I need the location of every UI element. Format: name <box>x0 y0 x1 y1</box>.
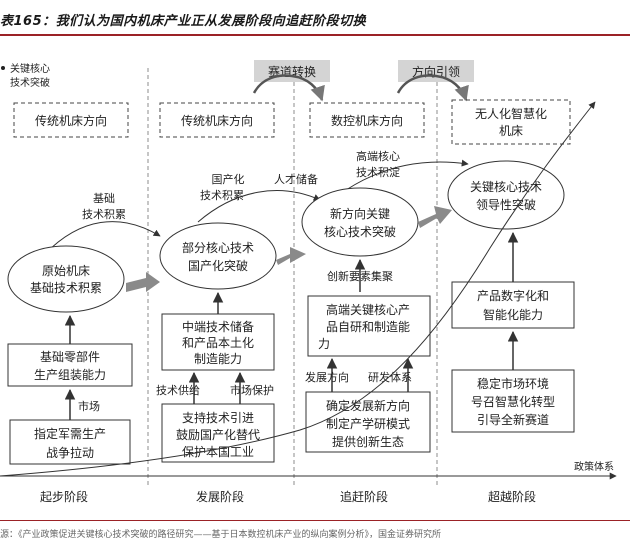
box-military-demand-1: 指定军需生产 <box>34 426 106 441</box>
direction-box-traditional-2 <box>159 102 275 138</box>
label-market-protection: 市场保护 <box>230 383 274 397</box>
curve-label-high-end-2: 技术积淀 <box>356 165 400 179</box>
box-military-demand <box>9 419 131 465</box>
direction-traditional-2: 传统机床方向 <box>181 113 253 128</box>
progress-curve-2 <box>197 190 321 223</box>
ellipse-new-direction-2: 核心技术突破 <box>324 224 396 239</box>
ellipse-basic-accumulation-2: 基础技术积累 <box>30 281 102 295</box>
ellipse-new-direction <box>301 187 419 257</box>
direction-box-unmanned <box>451 99 571 145</box>
box-high-end-rd-3: 力 <box>318 337 330 351</box>
curve-label-localization-1: 国产化 <box>212 172 245 186</box>
direction-box-cnc <box>309 102 425 138</box>
ellipse-leading-breakthrough <box>447 160 565 230</box>
box-basic-components-1: 基础零部件 <box>40 349 100 364</box>
label-market: 市场 <box>78 399 100 413</box>
track-switch-arrow <box>252 74 325 102</box>
box-high-end-rd-1: 高端关键核心产 <box>326 302 410 317</box>
stage-label-development: 发展阶段 <box>196 489 244 504</box>
top-left-label-2: 技术突破 <box>10 76 50 89</box>
ellipse-leading-breakthrough-1: 关键核心技术 <box>470 180 542 194</box>
box-stable-market-3: 引导全新赛道 <box>477 412 549 427</box>
box-stable-market <box>451 369 575 433</box>
box-new-direction-1: 确定发展新方向 <box>326 398 410 413</box>
direction-traditional-1: 传统机床方向 <box>35 113 107 128</box>
bottom-rule <box>0 520 630 521</box>
source-note: 源：《产业政策促进关键核心技术突破的路径研究——基于日本数控机床产业的纵向案例分… <box>0 530 442 538</box>
curve-label-localization-2: 技术积累 <box>200 189 244 202</box>
bullet-dot <box>1 66 5 70</box>
ellipse-leading-breakthrough-2: 领导性突破 <box>476 197 536 212</box>
curve-label-base-tech-1: 基础 <box>93 192 115 205</box>
box-new-direction <box>305 391 431 453</box>
progress-curve-3 <box>345 159 469 191</box>
ellipse-partial-breakthrough <box>159 222 277 290</box>
progress-curve-1 <box>44 221 161 255</box>
box-stable-market-2: 号召智慧化转型 <box>471 394 555 409</box>
box-high-end-rd <box>307 295 431 357</box>
label-rd-system: 研发体系 <box>368 370 412 384</box>
label-dev-direction: 发展方向 <box>305 370 349 384</box>
box-stable-market-1: 稳定市场环境 <box>477 376 549 391</box>
policy-trend-curve <box>0 101 596 477</box>
label-innovation: 创新要素集聚 <box>327 269 393 283</box>
direction-unmanned-2: 机床 <box>499 124 523 138</box>
curve-label-high-end-1: 高端核心 <box>356 149 400 163</box>
box-new-direction-2: 制定产学研模式 <box>326 416 410 431</box>
direction-cnc: 数控机床方向 <box>331 113 403 128</box>
direction-lead-arrow <box>396 74 469 102</box>
box-military-demand-2: 战争拉动 <box>46 445 94 460</box>
box-basic-components <box>7 343 133 387</box>
box-digitalization <box>451 281 575 329</box>
direction-unmanned-1: 无人化智慧化 <box>475 106 547 121</box>
stage-label-start: 起步阶段 <box>40 489 88 504</box>
top-left-label-1: 关键核心 <box>10 62 50 75</box>
ellipse-basic-accumulation-1: 原始机床 <box>42 264 90 278</box>
stage-label-catch-up: 追赶阶段 <box>340 489 388 504</box>
block-arrow-2 <box>276 247 306 265</box>
box-basic-components-2: 生产组装能力 <box>34 368 106 382</box>
ellipse-partial-breakthrough-1: 部分核心技术 <box>182 240 254 255</box>
direction-box-traditional-1 <box>13 102 129 138</box>
figure-title: 表165：我们认为国内机床产业正从发展阶段向追赶阶段切换 <box>0 14 367 29</box>
label-tech-supply: 技术供给 <box>156 383 200 397</box>
ellipse-partial-breakthrough-2: 国产化突破 <box>188 258 248 273</box>
box-digitalization-1: 产品数字化和 <box>477 288 549 303</box>
box-mid-end-reserve-1: 中端技术储备 <box>182 319 254 334</box>
curve-label-talent: 人才储备 <box>274 172 318 186</box>
block-arrow-3 <box>418 206 452 228</box>
axis-label-policy: 政策体系 <box>574 460 614 473</box>
box-support-tech <box>161 403 275 463</box>
box-mid-end-reserve-3: 制造能力 <box>194 352 242 366</box>
box-support-tech-3: 保护本国工业 <box>182 445 254 459</box>
box-mid-end-reserve <box>161 313 275 371</box>
ellipse-new-direction-1: 新方向关键 <box>330 206 390 221</box>
ellipse-basic-accumulation <box>7 245 125 313</box>
box-high-end-rd-2: 品自研和制造能 <box>326 320 410 334</box>
box-new-direction-3: 提供创新生态 <box>332 434 404 449</box>
curve-label-base-tech-2: 技术积累 <box>82 208 126 221</box>
block-arrow-1 <box>126 272 160 292</box>
box-digitalization-2: 智能化能力 <box>483 307 543 322</box>
box-support-tech-1: 支持技术引进 <box>182 410 254 425</box>
top-rule <box>0 34 630 36</box>
box-mid-end-reserve-2: 和产品本土化 <box>182 336 254 350</box>
stage-label-surpass: 超越阶段 <box>488 489 536 504</box>
box-support-tech-2: 鼓励国产化替代 <box>176 428 260 442</box>
